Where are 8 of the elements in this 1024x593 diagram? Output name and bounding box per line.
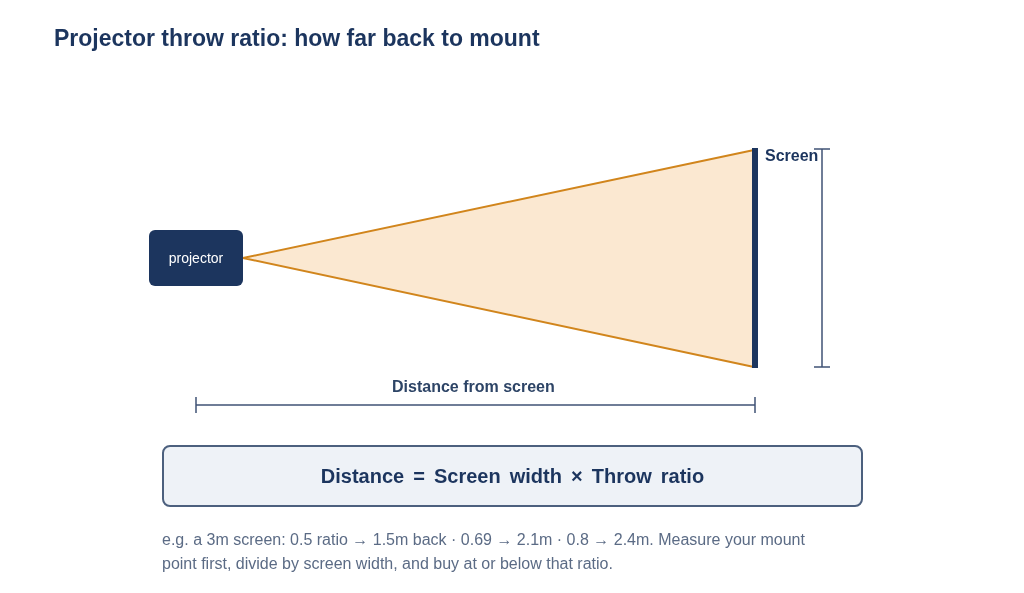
- screen-label: Screen: [765, 146, 819, 165]
- formula-box: Distance = Screen width × Throw ratio: [162, 445, 863, 507]
- projector-box: projector: [149, 230, 243, 286]
- note-text: e.g. a 3m screen: 0.5 ratio → 1.5m back · 0.69 → 2.1m · 0.8 → 2.4m. Measure your mount point first, divide by screen width, and buy at or below that ratio.: [162, 530, 806, 574]
- dimension-label: Distance from screen: [392, 377, 555, 397]
- title: Projector throw ratio: how far back to mount: [54, 24, 540, 52]
- screen-bar: [752, 148, 758, 368]
- light-beam: [242, 149, 755, 368]
